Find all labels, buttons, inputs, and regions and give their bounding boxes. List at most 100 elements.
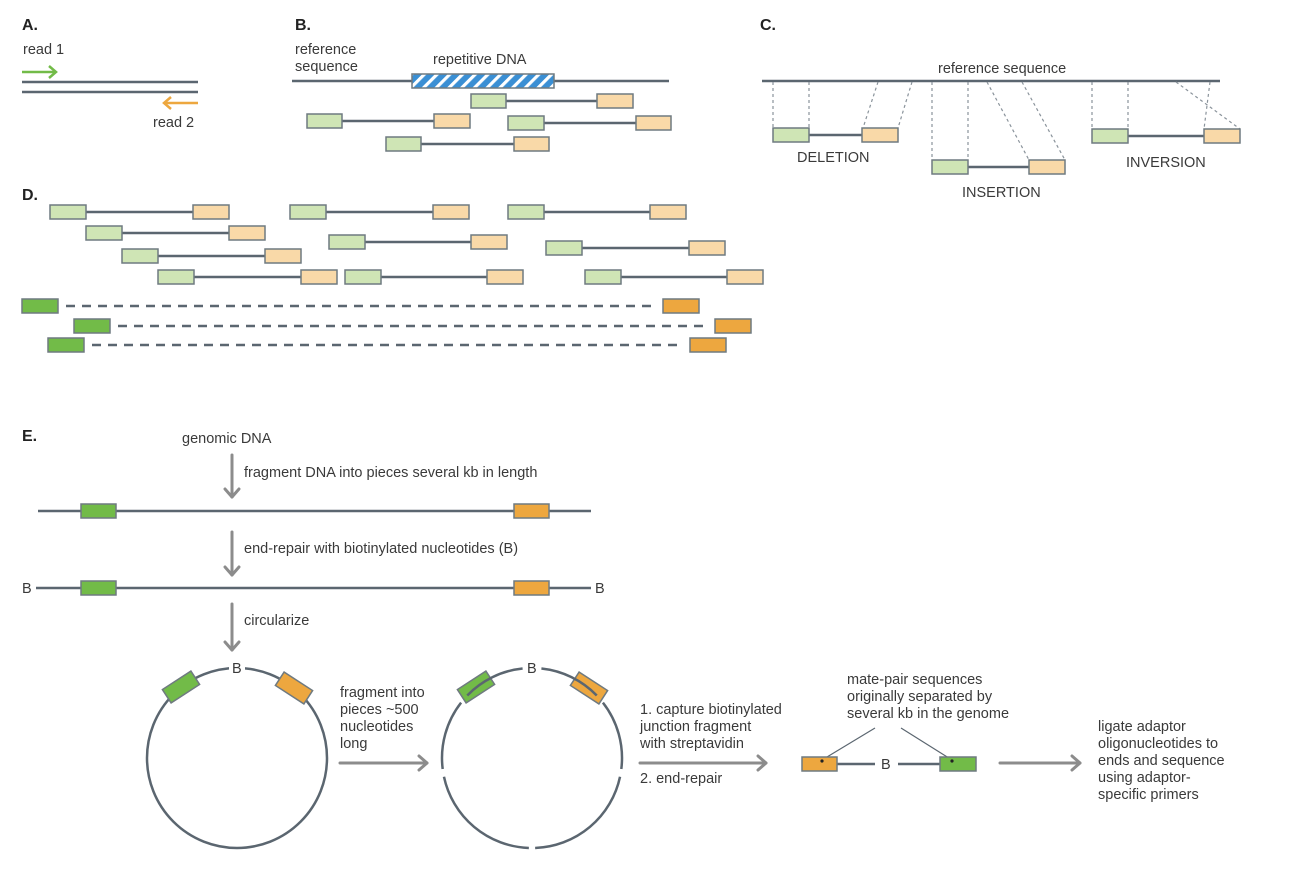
read-pair	[545, 240, 726, 256]
read1-arrow-icon	[22, 65, 58, 79]
read-pair	[507, 115, 672, 131]
read-1-box	[157, 269, 195, 285]
capture-label-1: 1. capture biotinylated	[640, 702, 782, 718]
ligate-label-5: specific primers	[1098, 787, 1199, 803]
reference-sequence-label: reference sequence	[938, 61, 1066, 77]
mate-pair	[47, 337, 727, 353]
read-pair	[344, 269, 524, 285]
repetitive-dna-block	[411, 73, 555, 89]
read-2-box	[649, 204, 687, 220]
mate-2-box	[714, 318, 752, 334]
fragment-label-2: pieces ~500	[340, 702, 419, 718]
read2-arrow-icon	[162, 96, 198, 110]
junction-fragment: B	[801, 727, 977, 773]
dna-arc-segment	[442, 776, 529, 850]
read-1-box	[584, 269, 622, 285]
fragment-label-4: long	[340, 736, 367, 752]
panel-c-label: C.	[760, 17, 776, 34]
right-arrow-icon	[638, 754, 768, 772]
read-1-box	[507, 204, 545, 220]
step-fragment-label: fragment DNA into pieces several kb in l…	[244, 465, 537, 481]
read-pairs	[306, 93, 672, 152]
read-pair	[385, 136, 550, 152]
read-pair	[157, 269, 338, 285]
genomic-dna-label: genomic DNA	[182, 431, 272, 447]
read-2-box	[688, 240, 726, 256]
ligate-label-1: ligate adaptor	[1098, 719, 1186, 735]
dna-arc-segment	[601, 701, 624, 770]
read-pair	[289, 204, 470, 220]
mate-pair	[21, 298, 700, 314]
biotin-label: B	[232, 661, 242, 677]
panel-b: B. reference sequence repetitive DNA	[292, 17, 672, 152]
deletion-label: DELETION	[797, 150, 870, 166]
down-arrow-icon	[223, 530, 241, 577]
read-2-box	[300, 269, 338, 285]
read-1-box	[85, 225, 123, 241]
insertion-pair	[931, 81, 1066, 175]
repetitive-dna-label: repetitive DNA	[433, 52, 527, 68]
read1-label: read 1	[23, 42, 64, 58]
read-2-box	[470, 234, 508, 250]
read-1-box	[289, 204, 327, 220]
mate-1-box	[73, 318, 111, 334]
read-pair	[306, 113, 471, 129]
fragment-label-3: nucleotides	[340, 719, 413, 735]
mate-pair	[73, 318, 752, 334]
panel-e: E. genomic DNA fragment DNA into pieces …	[22, 428, 1225, 850]
read-pair	[507, 204, 687, 220]
linear-fragment	[38, 503, 591, 519]
ligate-label-2: oligonucleotides to	[1098, 736, 1218, 752]
mate-1-box	[47, 337, 85, 353]
panel-d: D.	[21, 187, 764, 353]
dna-arc-segment	[535, 776, 622, 850]
read-1-box	[121, 248, 159, 264]
dna-arc-segment	[541, 667, 598, 697]
insertion-label: INSERTION	[962, 185, 1041, 201]
right-arrow-icon	[338, 754, 429, 772]
biotin-label-right: B	[595, 581, 605, 597]
read-pair	[49, 204, 230, 220]
matepair-label-3: several kb in the genome	[847, 706, 1009, 722]
read-2-box	[432, 204, 470, 220]
read-2-box	[264, 248, 302, 264]
dna-arc-segment	[466, 667, 523, 697]
panel-b-label: B.	[295, 17, 311, 34]
read-pair	[328, 234, 508, 250]
circular-dna: B	[145, 660, 329, 850]
read-2-box	[228, 225, 266, 241]
read-pair	[584, 269, 764, 285]
ligate-label-3: ends and sequence	[1098, 753, 1225, 769]
inversion-label: INVERSION	[1126, 155, 1206, 171]
step-circularize-label: circularize	[244, 613, 309, 629]
read-pair	[121, 248, 302, 264]
reference-sequence-label-2: sequence	[295, 59, 358, 75]
mate-2-box	[689, 337, 727, 353]
read-1-box	[328, 234, 366, 250]
inversion-pair	[1091, 81, 1241, 144]
read-pair	[470, 93, 634, 109]
read-1-box	[49, 204, 87, 220]
panel-c: C. reference sequence DELETION INSERTION	[760, 17, 1241, 201]
biotin-label-left: B	[22, 581, 32, 597]
paired-end-reads	[49, 204, 764, 285]
mate-1-box	[21, 298, 59, 314]
fragmented-circular-dna: B	[440, 661, 624, 850]
panel-e-label: E.	[22, 428, 37, 445]
biotinylated-fragment: B B	[22, 580, 605, 597]
biotin-label: B	[527, 661, 537, 677]
fragment-label-1: fragment into	[340, 685, 425, 701]
down-arrow-icon	[223, 453, 241, 499]
read-1-box	[344, 269, 382, 285]
matepair-label-2: originally separated by	[847, 689, 993, 705]
capture-label-3: with streptavidin	[639, 736, 744, 752]
read-2-box	[192, 204, 230, 220]
step-endrepair-label: end-repair with biotinylated nucleotides…	[244, 541, 518, 557]
matepair-label-1: mate-pair sequences	[847, 672, 982, 688]
deletion-pair	[772, 81, 913, 143]
read-1-box	[545, 240, 583, 256]
dna-arc-segment	[440, 701, 463, 770]
reference-sequence-label-1: reference	[295, 42, 356, 58]
panel-a-label: A.	[22, 17, 38, 34]
